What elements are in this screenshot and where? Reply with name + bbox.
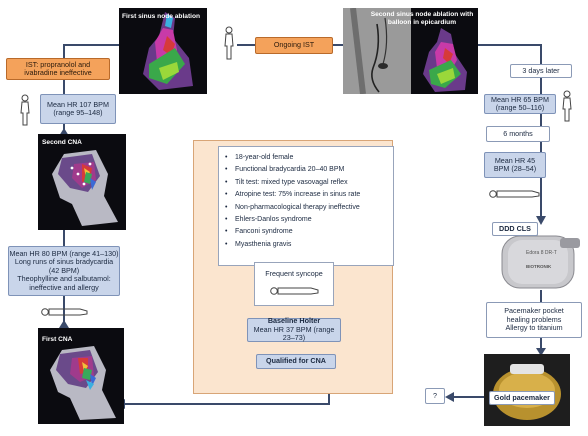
- patient-history-list: 18-year-old female Functional bradycardi…: [218, 146, 394, 266]
- arrowhead-down-icon: [536, 348, 546, 356]
- heart-map-icon: [50, 346, 116, 420]
- connector: [540, 338, 542, 354]
- first-cna-label: First CNA: [42, 336, 73, 343]
- gold-pacemaker-icon: [484, 354, 570, 426]
- question-text: ?: [433, 390, 437, 400]
- xray-image: [343, 8, 411, 94]
- mean-hr-80-line3: Theophylline and salbutamol:: [17, 274, 111, 284]
- frequent-syncope-text: Frequent syncope: [265, 269, 323, 278]
- pacemaker-icon: [501, 235, 580, 289]
- six-months-box: 6 months: [486, 126, 550, 142]
- connector: [333, 44, 343, 46]
- ddd-cls-pacemaker-image: Edora 8 DR-T BIOTRONIK: [484, 222, 586, 290]
- history-item: Ehlers-Danlos syndrome: [225, 214, 389, 227]
- connector: [63, 44, 119, 46]
- history-item: Functional bradycardia 20–40 BPM: [225, 164, 389, 177]
- mean-hr-107-box: Mean HR 107 BPM (range 95–148): [40, 94, 116, 124]
- connector: [63, 44, 65, 58]
- pocket-line2: healing problems: [506, 314, 562, 324]
- first-ablation-label: First sinus node ablation: [122, 13, 201, 20]
- gold-pacemaker-image: [484, 354, 570, 426]
- history-item: Fanconi syndrome: [225, 226, 389, 239]
- second-cna-label: Second CNA: [42, 139, 82, 146]
- qualified-for-cna-box: Qualified for CNA: [256, 354, 336, 369]
- ongoing-ist-text: Ongoing IST: [273, 40, 315, 50]
- standing-person-icon: [562, 90, 572, 122]
- connector: [540, 178, 542, 222]
- arrowhead-left-icon: [445, 392, 454, 402]
- pocket-problems-box: Pacemaker pocket healing problems Allerg…: [486, 302, 582, 338]
- ddd-cls-text: DDD CLS: [499, 223, 531, 233]
- connector: [237, 44, 255, 46]
- ongoing-ist-box: Ongoing IST: [255, 37, 333, 54]
- baseline-holter-box: Baseline Holter Mean HR 37 BPM (range 23…: [247, 316, 341, 343]
- ablation-map-icon: [423, 28, 467, 92]
- six-months-text: 6 months: [503, 128, 533, 138]
- mean-hr-107-line1: Mean HR 107 BPM: [47, 99, 109, 109]
- connector: [452, 396, 484, 398]
- three-days-later-box: 3 days later: [510, 64, 572, 78]
- mean-hr-65-box: Mean HR 65 BPM (range 50–116): [484, 94, 556, 114]
- mean-hr-65-line1: Mean HR 65 BPM: [491, 94, 549, 104]
- ist-ineffective-text: IST: propranolol and ivabradine ineffect…: [24, 59, 92, 77]
- lying-person-icon: [270, 287, 319, 295]
- connector: [540, 114, 542, 126]
- connector: [63, 230, 65, 246]
- connector: [540, 78, 542, 94]
- ablation-map-icon: [143, 12, 193, 90]
- second-ablation-label: Second sinus node ablation with balloon …: [370, 11, 474, 26]
- connector: [540, 290, 542, 302]
- mean-hr-45-box: Mean HR 45 BPM (28–54): [484, 152, 546, 178]
- fluoroscopy-icon: [343, 8, 411, 94]
- connector: [540, 142, 542, 152]
- frequent-syncope-box: Frequent syncope: [254, 262, 334, 306]
- lying-person-icon: [489, 190, 540, 198]
- ddd-cls-box: DDD CLS: [492, 222, 538, 236]
- arrowhead-up-icon: [59, 320, 69, 328]
- second-cna-image: Second CNA: [38, 134, 126, 230]
- baseline-holter-values: Mean HR 37 BPM (range 23–73): [253, 324, 335, 343]
- first-ablation-image: First sinus node ablation: [119, 8, 207, 94]
- history-item: Myasthenia gravis: [225, 239, 389, 252]
- connector: [328, 392, 330, 404]
- mean-hr-107-line2: (range 95–148): [53, 108, 103, 117]
- qualified-for-cna-text: Qualified for CNA: [266, 356, 326, 366]
- gold-pacemaker-box: Gold pacemaker: [489, 391, 555, 405]
- mean-hr-80-box: Mean HR 80 BPM (range 41–130) Long runs …: [8, 246, 120, 296]
- device-brand-text: BIOTRONIK: [526, 264, 552, 269]
- standing-person-icon: [20, 94, 30, 126]
- mean-hr-45-line1: Mean HR 45: [494, 155, 536, 165]
- ist-ineffective-box: IST: propranolol and ivabradine ineffect…: [6, 58, 110, 80]
- connector: [63, 296, 65, 326]
- connector: [124, 403, 330, 405]
- first-cna-image: First CNA: [38, 328, 124, 424]
- mean-hr-80-line4: ineffective and allergy: [29, 282, 99, 292]
- lying-person-icon: [41, 308, 88, 316]
- pocket-line3: Allergy to titanium: [505, 323, 563, 333]
- history-item: 18-year-old female: [225, 152, 389, 165]
- gold-pacemaker-text: Gold pacemaker: [494, 392, 550, 402]
- device-model-text: Edora 8 DR-T: [526, 250, 557, 256]
- pocket-line1: Pacemaker pocket: [504, 306, 564, 316]
- history-item: Non-pharmacological therapy ineffective: [225, 202, 389, 215]
- second-ablation-image: [411, 8, 478, 94]
- standing-person-icon: [224, 26, 234, 60]
- history-item: Tilt test: mixed type vasovagal reflex: [225, 177, 389, 190]
- connector: [63, 80, 65, 94]
- connector: [540, 44, 542, 64]
- mean-hr-80-line1: Mean HR 80 BPM (range 41–130): [9, 248, 119, 258]
- connector: [478, 44, 541, 46]
- question-box: ?: [425, 388, 445, 404]
- mean-hr-45-line2: BPM (28–54): [493, 164, 537, 173]
- history-item: Atropine test: 75% increase in sinus rat…: [225, 189, 389, 202]
- mean-hr-80-line2: Long runs of sinus bradycardia (42 BPM): [14, 257, 114, 275]
- baseline-holter-title: Baseline Holter: [267, 316, 321, 326]
- three-days-later-text: 3 days later: [522, 65, 560, 75]
- arrowhead-down-icon: [536, 216, 546, 225]
- mean-hr-65-line2: (range 50–116): [495, 103, 545, 112]
- heart-map-icon: [52, 150, 118, 226]
